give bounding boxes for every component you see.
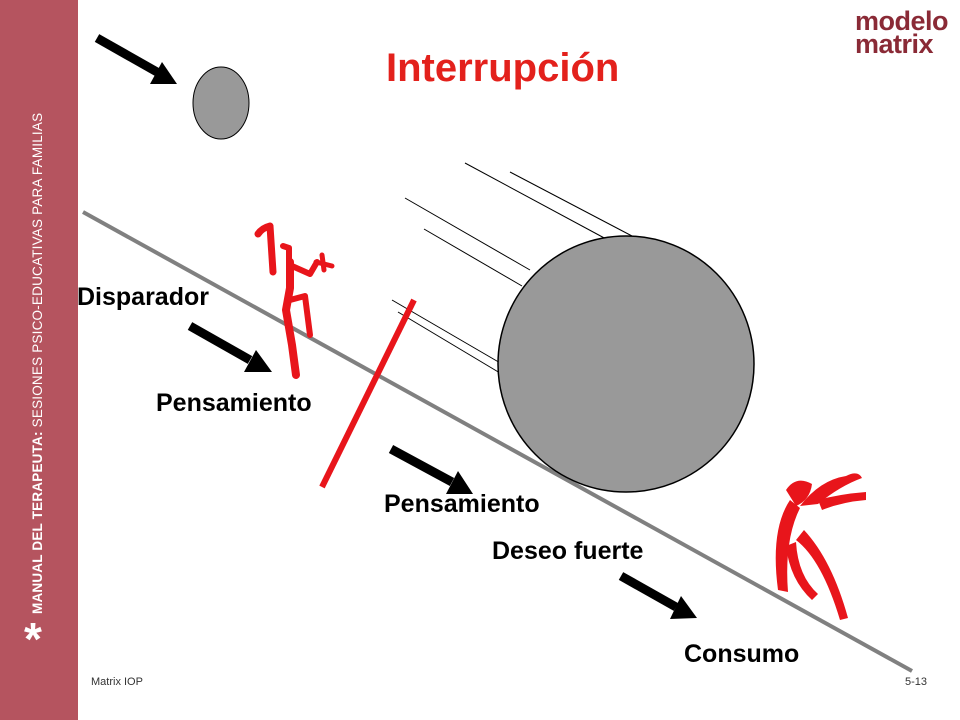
- label-consumo: Consumo: [684, 640, 800, 668]
- footer-page-number: 5-13: [905, 676, 928, 688]
- person-pushing-icon: [254, 222, 335, 379]
- label-pensamiento-2: Pensamiento: [384, 490, 540, 518]
- sidebar: MANUAL DEL TERAPEUTA: SESIONES PSICO-EDU…: [0, 0, 78, 720]
- footer-left: Matrix IOP: [91, 676, 143, 688]
- arrow-icon: [187, 322, 272, 372]
- asterisk-icon: *: [24, 613, 42, 665]
- page-title: Interrupción: [386, 46, 620, 90]
- slope-line: [82, 210, 913, 673]
- label-pensamiento-1: Pensamiento: [156, 389, 312, 417]
- logo-line1: modelo: [855, 6, 949, 36]
- person-dancing-icon: [775, 473, 866, 620]
- barrier-icon: [319, 298, 417, 489]
- logo-line2: matrix: [855, 29, 934, 59]
- modelo-matrix-logo: modelo matrix: [855, 6, 949, 59]
- arrow-icon: [618, 572, 697, 619]
- label-disparador: Disparador: [77, 283, 209, 311]
- arrow-icon: [388, 445, 473, 494]
- arrow-icon: [94, 34, 177, 84]
- label-deseo-fuerte: Deseo fuerte: [492, 537, 644, 565]
- large-boulder-icon: [497, 235, 755, 493]
- small-boulder-icon: [192, 66, 250, 140]
- motion-lines: [391, 162, 633, 377]
